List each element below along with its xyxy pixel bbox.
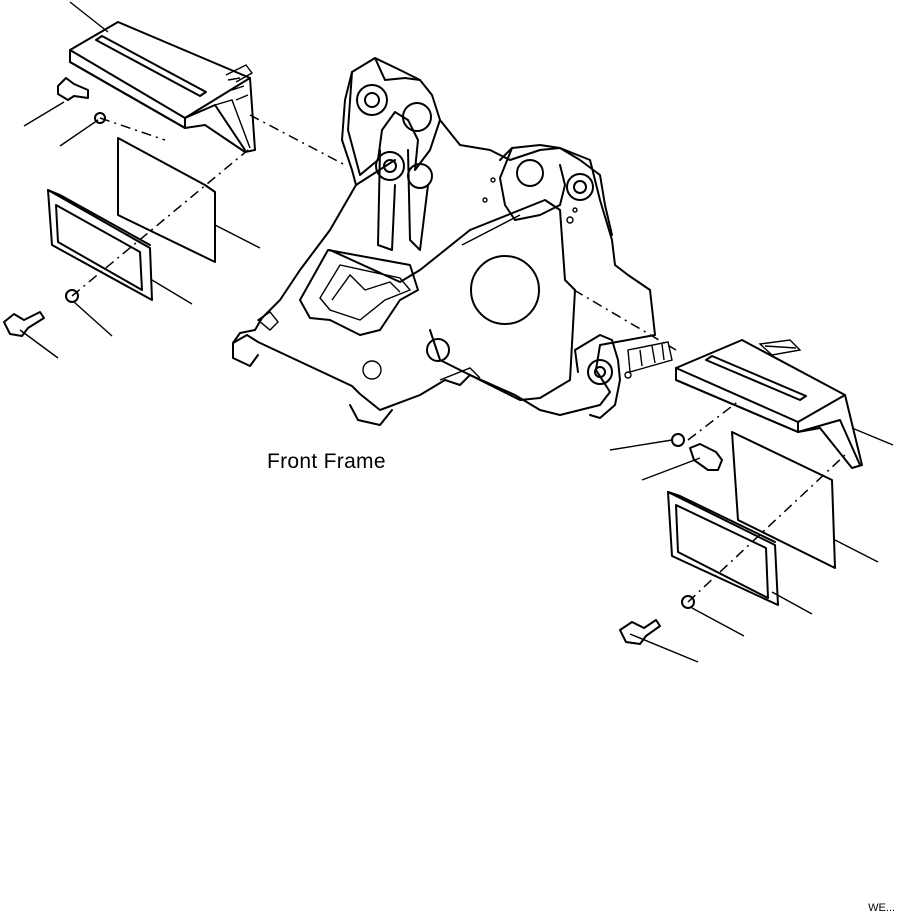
drawing-code: WE...: [868, 902, 895, 914]
left-step-assembly: [3, 1, 346, 359]
right-step-assembly: [573, 289, 894, 663]
front-frame-label: Front Frame: [267, 450, 386, 473]
front-frame: [232, 57, 673, 426]
